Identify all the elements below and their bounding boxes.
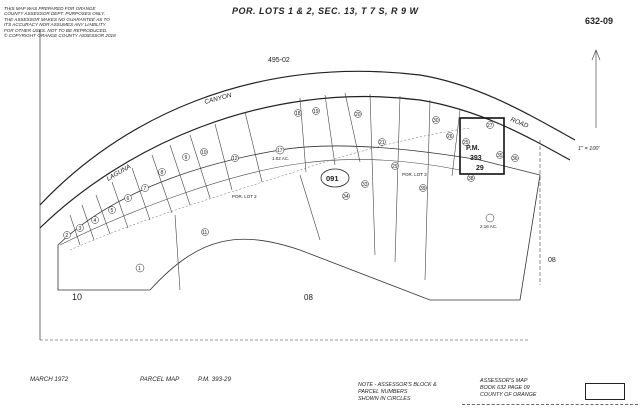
lot-label: 39 [420,186,426,192]
pm-number: 393 [470,155,482,162]
pm-block-boundary [459,117,505,175]
block-number-center: 091 [326,174,339,183]
lot-label: 34 [343,194,349,200]
lot-label: 27 [487,123,493,129]
lot-label: 35 [497,153,503,159]
lot-label: 19 [313,109,319,115]
lot-label: 6 [127,196,130,202]
parcel-outer-boundary [57,145,541,301]
stamp-box [585,383,625,400]
lot-label: 9 [185,155,188,161]
parcel-map-reference: P.M. 393-29 [198,376,231,383]
lot-label: 11 [202,230,207,236]
acres-39-label: 2.16 AC. [480,224,497,229]
lot-label: 20 [355,112,361,118]
lot-label: 3 [79,226,82,232]
block-left-label: 10 [72,292,82,302]
block-bottom-label: 08 [304,293,313,302]
lot-label: 17 [277,148,283,154]
footer-dashed-line [462,404,638,405]
lot-label: 1 [138,266,141,272]
lot-label: 25 [463,140,469,146]
road-name-road: ROAD [509,116,529,130]
block-number-oval [320,168,350,188]
disclaimer-text: THIS MAP WAS PREPARED FOR ORANGE COUNTY … [4,6,116,39]
por-lot-2-label: POR. LOT 2 [232,194,257,199]
lot-label: 12 [232,156,238,162]
map-title: POR. LOTS 1 & 2, SEC. 13, T 7 S, R 9 W [232,6,419,16]
lot-label: 21 [379,140,385,146]
lot-label: 2 [66,233,69,239]
pm-label: P.M. [466,145,480,152]
lot-label: 4 [94,218,97,224]
lot-label: 10 [201,150,207,156]
lot-label: 5 [111,208,114,214]
road-north-edge [39,70,576,206]
lot-label: 30 [433,118,439,124]
road-south-edge [39,96,571,229]
lot-lines [59,92,461,291]
map-date: MARCH 1972 [30,376,69,383]
lot-label: 18 [295,111,301,117]
lot-label: 8 [161,170,164,176]
por-lot-3-label: POR. LOT 3 [402,172,427,177]
north-arrow-icon [591,49,601,128]
book-block-right: 08 [548,257,556,264]
lot-label: 33 [362,182,368,188]
lot-label: 7 [144,186,147,192]
easement-line [69,127,471,251]
map-type: PARCEL MAP [140,376,180,383]
road-name-canyon: CANYON [204,92,233,106]
assessor-map-reference: ASSESSOR'S MAP BOOK 632 PAGE 09 COUNTY O… [480,378,537,398]
page-reference: 632-09 [585,16,614,26]
lot-label: 38 [468,176,474,182]
lot-label: 29 [392,164,398,170]
scale-label: 1" = 100' [578,146,600,152]
note-text: NOTE - ASSESSOR'S BLOCK & PARCEL NUMBERS… [358,382,437,402]
lot-label: 26 [447,134,453,140]
book-block-top: 495-02 [268,57,290,64]
lot-label: 36 [512,156,518,162]
acres-17-label: 1.02 AC. [272,156,289,161]
pm-sheet: 29 [476,165,484,172]
